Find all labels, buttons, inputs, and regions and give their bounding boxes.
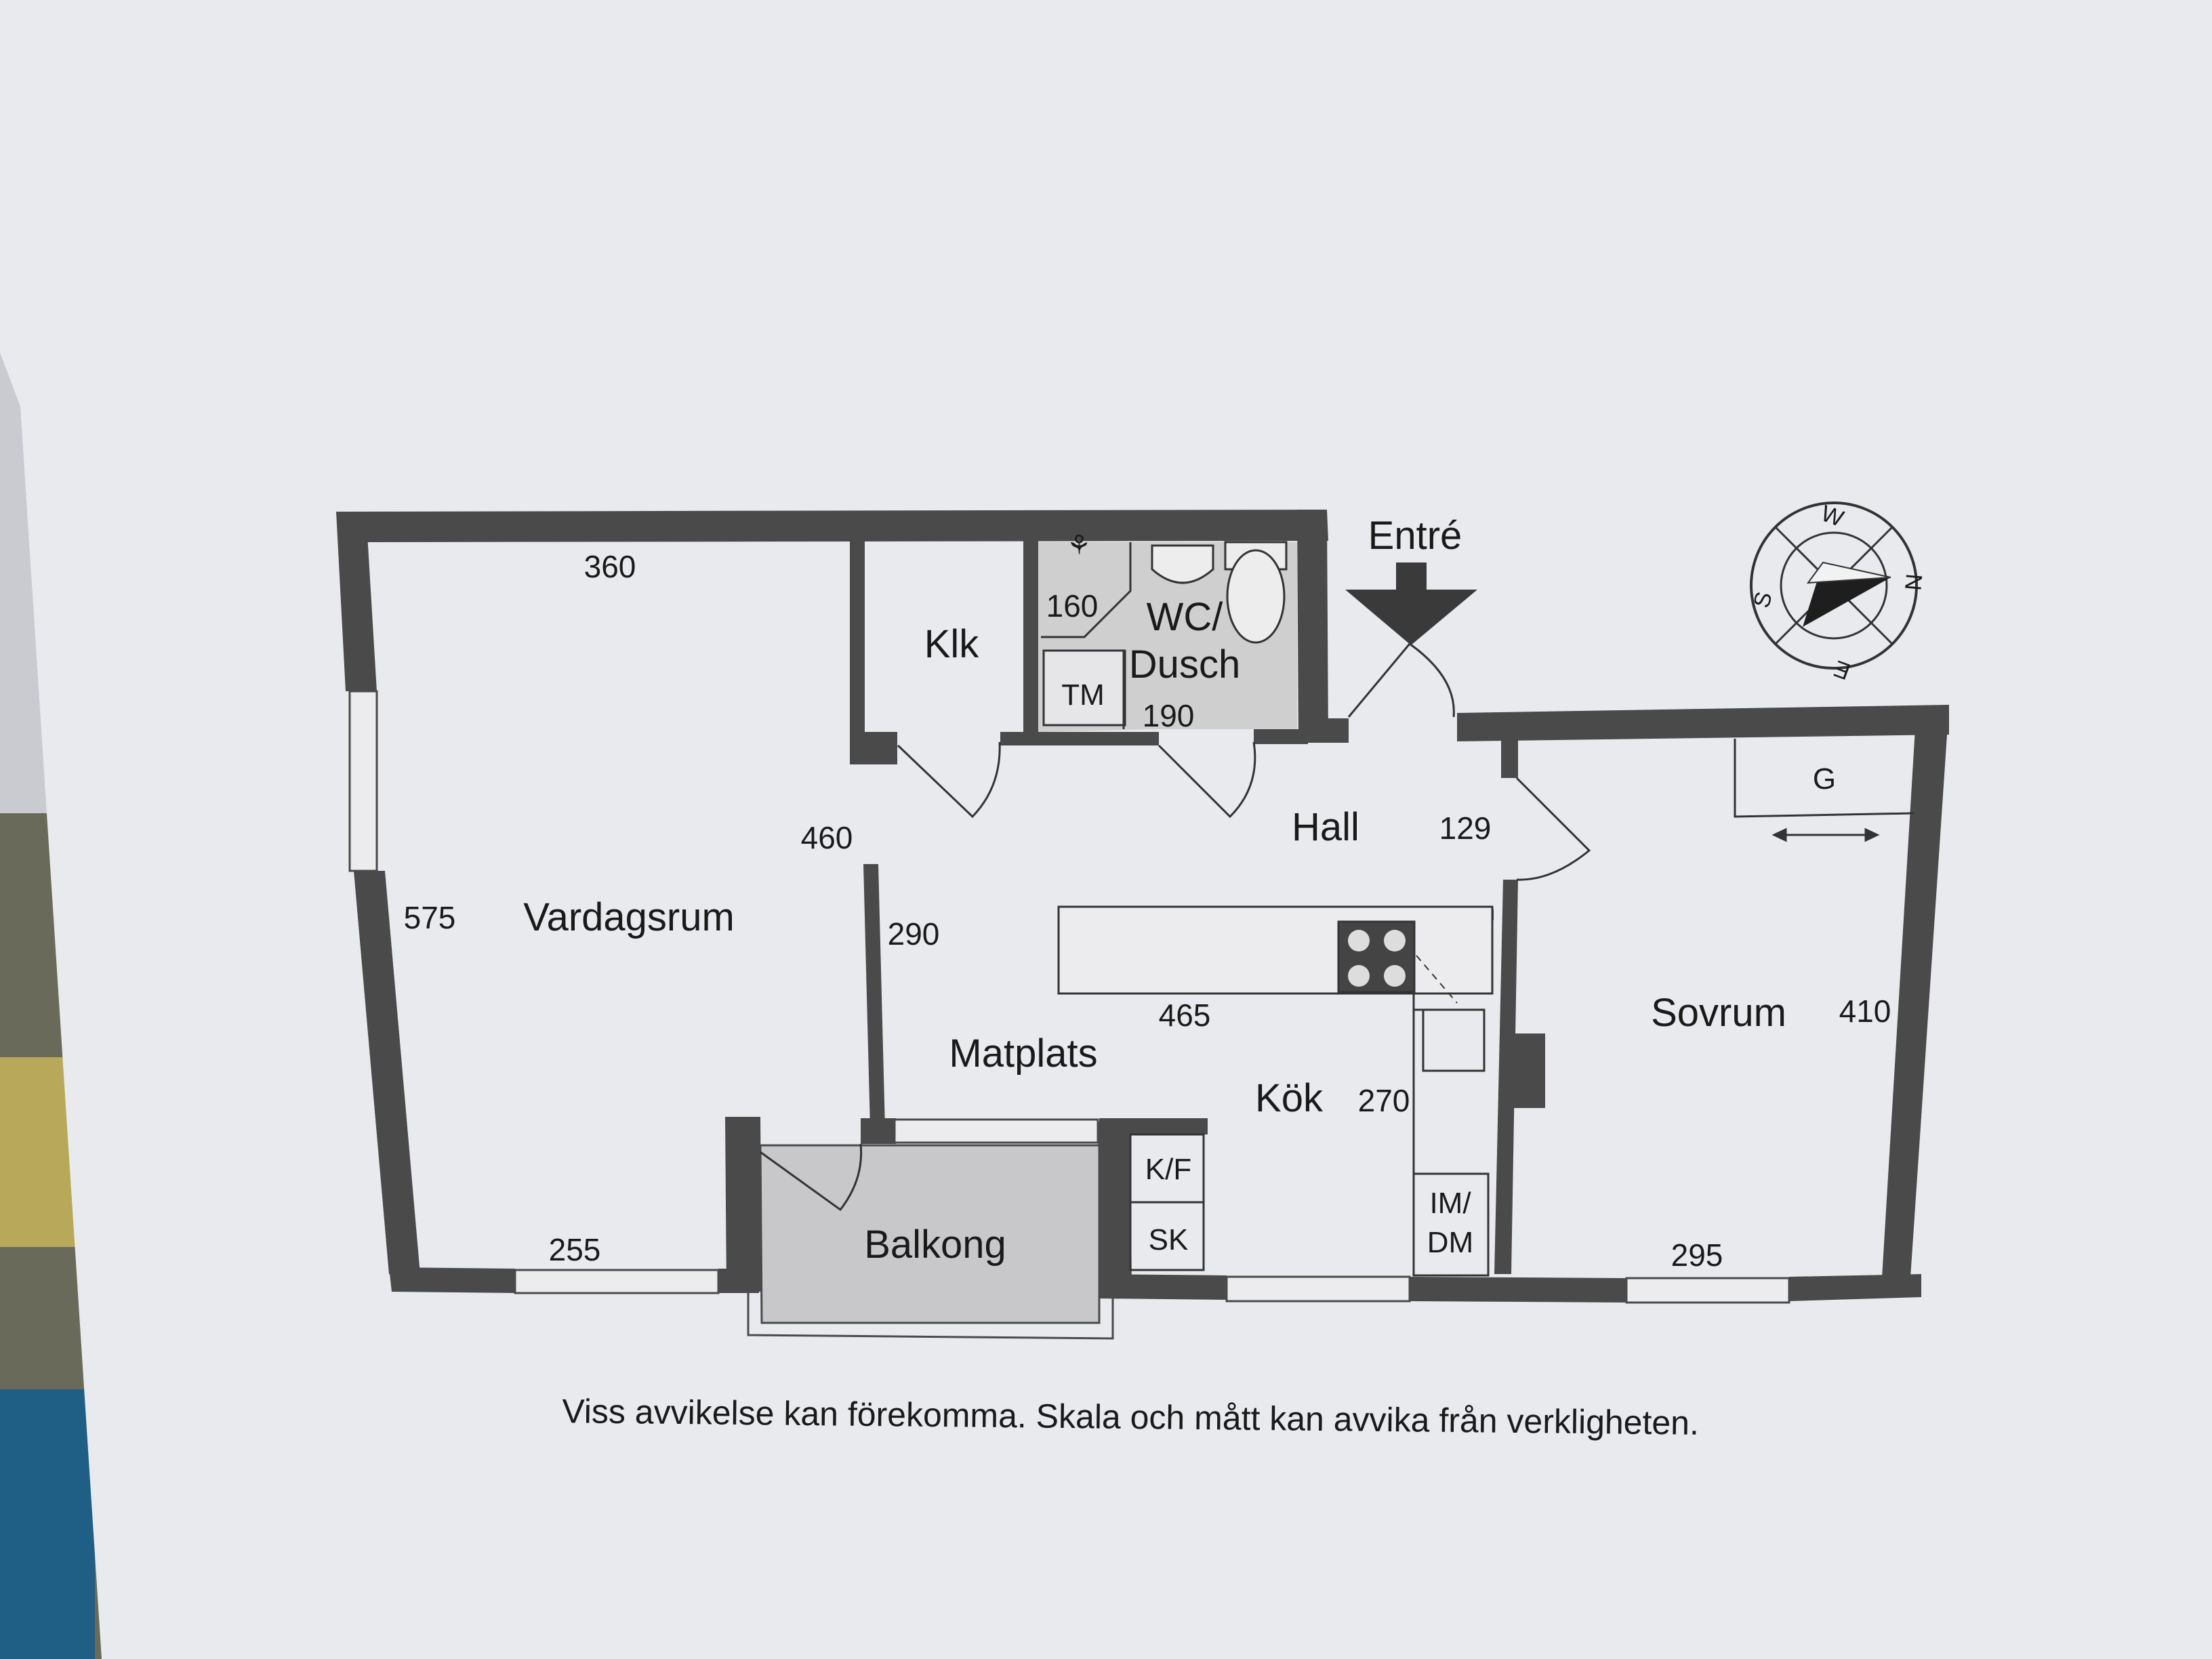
wardrobe-label: G bbox=[1813, 762, 1836, 796]
door-closet bbox=[897, 741, 1001, 819]
bedroom-dim-295: 295 bbox=[1671, 1237, 1723, 1273]
washer-label: TM bbox=[1061, 678, 1105, 712]
wall-bottom-kitchen bbox=[1098, 1274, 1227, 1300]
wall-bath-bottom-right bbox=[1254, 729, 1308, 744]
door-bedroom bbox=[1515, 777, 1591, 881]
arrow-left-icon bbox=[1771, 827, 1787, 842]
windows bbox=[348, 690, 1790, 1304]
window-kitchen bbox=[1225, 1275, 1411, 1303]
doors bbox=[760, 642, 1591, 1212]
dining-label: Matplats bbox=[949, 1031, 1097, 1076]
bathroom-dim-190: 190 bbox=[1143, 698, 1195, 733]
fridge-label: K/F bbox=[1145, 1153, 1191, 1186]
wall-hall-bedroom-top bbox=[1501, 718, 1518, 778]
compass-icon bbox=[1750, 501, 1918, 670]
door-balcony bbox=[760, 1143, 863, 1212]
compass-n: N bbox=[1900, 573, 1927, 592]
hall-dim: 129 bbox=[1439, 811, 1492, 846]
living-dim-top: 360 bbox=[584, 549, 636, 584]
wardrobe bbox=[1734, 739, 1914, 842]
window-left bbox=[348, 690, 378, 872]
wardrobe-outline bbox=[1734, 739, 1914, 818]
balcony bbox=[747, 1144, 1114, 1340]
bathroom-fixtures bbox=[1041, 541, 1288, 729]
wall-bedroom-top bbox=[1457, 705, 1949, 741]
window-bottom-living bbox=[514, 1269, 720, 1294]
wall-closet-right bbox=[1023, 541, 1038, 744]
wall-closet-stub bbox=[865, 732, 897, 764]
living-dim-left: 575 bbox=[404, 900, 456, 935]
wall-bath-bottom bbox=[1000, 732, 1159, 745]
living-room-label: Vardagsrum bbox=[523, 895, 735, 939]
balcony-railing bbox=[747, 1293, 1114, 1340]
kitchen-dim-465: 465 bbox=[1159, 998, 1211, 1033]
door-bathroom bbox=[1158, 741, 1256, 819]
bathroom-dim-160: 160 bbox=[1046, 588, 1099, 623]
balcony-label: Balkong bbox=[864, 1223, 1006, 1267]
shower-outline bbox=[1041, 542, 1132, 638]
washer-box bbox=[1042, 649, 1126, 726]
toilet-icon bbox=[1226, 549, 1286, 644]
bathroom-label-1: WC/ bbox=[1147, 595, 1224, 639]
dining-dim-290: 290 bbox=[888, 916, 940, 951]
window-bedroom bbox=[1625, 1277, 1790, 1304]
closet-label: Klk bbox=[924, 622, 980, 666]
wall-left-upper bbox=[336, 512, 377, 691]
range-hood-line bbox=[1416, 955, 1458, 1004]
floor-plan bbox=[336, 510, 1949, 1303]
entrance-label: Entré bbox=[1368, 514, 1462, 558]
bedroom-dim-410: 410 bbox=[1839, 994, 1891, 1029]
entrance-arrow-icon bbox=[1345, 562, 1477, 645]
wall-balcony-right bbox=[1098, 1122, 1132, 1296]
window-dining bbox=[893, 1118, 1099, 1144]
kitchen-island bbox=[1057, 905, 1494, 995]
dining-dim-460: 460 bbox=[801, 820, 853, 855]
fabric-blue bbox=[0, 1389, 95, 1659]
sink-icon bbox=[1151, 544, 1214, 584]
wall-balcony-left bbox=[725, 1117, 762, 1292]
stove-burners bbox=[1348, 930, 1406, 987]
wall-bath-right bbox=[1297, 510, 1328, 742]
bathroom-label-2: Dusch bbox=[1129, 642, 1240, 687]
balcony-floor bbox=[759, 1144, 1101, 1324]
door-entrance bbox=[1347, 642, 1455, 718]
wall-top bbox=[336, 510, 1328, 542]
wall-balcony-top-stub bbox=[861, 1118, 896, 1144]
wall-bottom-left bbox=[389, 1267, 516, 1293]
wall-living-dining bbox=[863, 864, 885, 1128]
wall-left-lower bbox=[354, 871, 420, 1274]
kitchen-label: Kök bbox=[1255, 1076, 1324, 1120]
living-dim-bottom: 255 bbox=[549, 1232, 601, 1267]
dishwasher-label-2: DM bbox=[1427, 1226, 1473, 1259]
wall-kitchen-top bbox=[1099, 1118, 1208, 1134]
wall-entrance-left bbox=[1298, 718, 1349, 743]
wall-right bbox=[1881, 705, 1949, 1289]
cabinet-label: SK bbox=[1149, 1223, 1189, 1256]
bedroom-label: Sovrum bbox=[1651, 991, 1786, 1035]
wall-bottom-middle bbox=[1410, 1277, 1626, 1303]
wall-closet-left bbox=[850, 541, 865, 764]
chimney bbox=[1506, 1033, 1545, 1108]
dishwasher-label-1: IM/ bbox=[1429, 1187, 1471, 1220]
kitchen-dim-270: 270 bbox=[1358, 1083, 1410, 1118]
arrow-right-icon bbox=[1864, 827, 1880, 842]
shower-icon: ⚘ bbox=[1067, 531, 1091, 560]
hall-label: Hall bbox=[1292, 805, 1359, 849]
dishwasher-box bbox=[1412, 1172, 1490, 1277]
